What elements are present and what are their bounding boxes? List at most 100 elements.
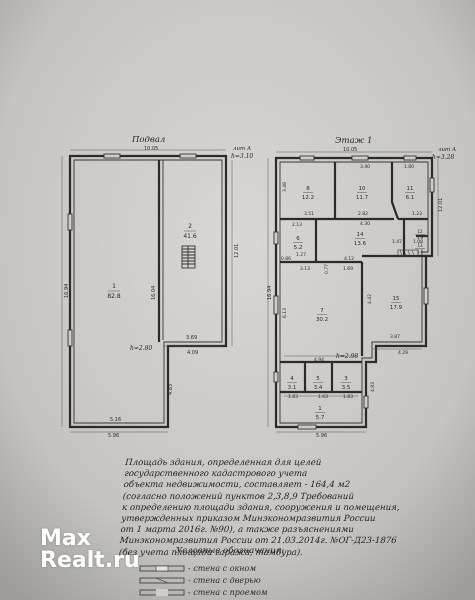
first-dim-613: 6.13 (282, 308, 288, 318)
first-room-7: 730.2 (316, 308, 328, 323)
first-room-11: 116.1 (405, 186, 415, 201)
first-dim-bottom: 5.96 (316, 433, 327, 439)
first-dim-top: 10.05 (343, 147, 357, 153)
first-dim-282: 2.82 (358, 211, 368, 217)
first-dim-213: 2.13 (292, 222, 302, 228)
first-room-4: 43.1 (287, 376, 297, 391)
note-line: (согласно положений пунктов 2,3,8,9 Треб… (122, 491, 355, 502)
first-outer-wall (274, 156, 434, 429)
basement-room-1: 1 82.8 (107, 283, 121, 300)
basement-stair (181, 245, 196, 269)
basement-height-top: h=3.10 (231, 153, 253, 160)
first-dim-348: 3.48 (282, 182, 288, 192)
room-number: 7 (320, 308, 324, 314)
area-note: Площадь здания, определенная для целей г… (118, 458, 415, 559)
basement-axis: лит А (233, 146, 251, 152)
first-openings (273, 155, 435, 430)
first-dim-108: 1.08 (413, 239, 423, 245)
room-area: 13.6 (354, 241, 367, 247)
note-line: объекта недвижимости, составляет - 164,4… (123, 480, 351, 491)
first-room-8: 812.2 (302, 186, 314, 201)
legend-item-window: - стена с окном (188, 564, 256, 573)
first-room-12: 121.9 (415, 229, 425, 240)
basement-room-2: 2 41.6 (183, 223, 197, 240)
note-line: к определению площади здания, сооружения… (121, 502, 400, 513)
room-area: 5.2 (294, 245, 303, 251)
note-line: утвержденных приказом Минэкономразвития … (120, 514, 376, 525)
first-room-5: 53.4 (313, 376, 323, 391)
legend-item-opening: - стена с проемом (188, 588, 268, 597)
basement-height-mark: h=2.80 (130, 345, 152, 352)
first-room-labels: 812.21011.7116.11413.665.2121.9131.6730.… (287, 186, 425, 421)
first-height-mark: h=2.98 (336, 353, 358, 360)
room-area: 3.5 (342, 385, 351, 391)
first-dim-left: 16.94 (267, 286, 273, 300)
first-dim-123: 1.23 (412, 211, 422, 217)
room-number: 1 (112, 283, 116, 290)
first-dim-147: 1.47 (392, 239, 402, 245)
room-area: 1.6 (417, 249, 424, 254)
room-area: 41.6 (183, 233, 197, 240)
basement-dim-bottom: 5.96 (108, 433, 119, 439)
watermark-line-1: Max (40, 526, 91, 551)
first-dim-169: 1.69 (343, 266, 353, 272)
legend-symbols (139, 565, 185, 596)
first-room-13: 131.6 (415, 243, 425, 254)
room-area: 11.7 (356, 195, 369, 201)
first-dim-494: 4.94 (314, 357, 324, 363)
room-number: 13 (417, 243, 423, 248)
first-dim-442: 4.42 (367, 294, 373, 304)
room-area: 1.9 (417, 235, 424, 240)
basement-title: Подвал (131, 135, 165, 145)
room-area: 82.8 (107, 293, 121, 300)
basement-dim-top: 10.05 (144, 146, 158, 152)
watermark-logo: Max Realt.ru (40, 528, 140, 572)
first-dim-351: 3.51 (304, 211, 314, 217)
first-dim-340: 3.40 (360, 164, 370, 170)
basement-dim-mid: 16.04 (151, 286, 157, 300)
room-area: 3.1 (288, 385, 297, 391)
first-dim-086: 0.86 (281, 256, 291, 262)
room-area: 30.2 (316, 317, 328, 323)
watermark-line-2: Realt.ru (40, 548, 140, 573)
first-room-6: 65.2 (293, 236, 303, 251)
first-room-3: 33.5 (341, 376, 351, 391)
room-area: 3.4 (314, 385, 323, 391)
basement-dim-r2-outer: 4.09 (187, 350, 198, 356)
room-area: 6.1 (406, 195, 415, 201)
first-title: Этаж 1 (335, 136, 372, 146)
legend-item-door: - стена с дверью (188, 576, 261, 585)
room-number: 4 (290, 376, 294, 382)
first-dim-183: 1.83 (288, 394, 298, 400)
first-dim-429: 4.29 (398, 350, 408, 356)
note-line: Площадь здания, определенная для целей (124, 458, 322, 468)
first-dim-180: 1.80 (404, 164, 414, 170)
first-dim-163: 1.63 (318, 394, 328, 400)
note-line: государственного кадастрового учета (124, 469, 308, 480)
first-dim-183b: 1.83 (343, 394, 353, 400)
first-axis: лит А (438, 147, 456, 153)
room-number: 1 (318, 406, 322, 412)
room-number: 6 (296, 236, 300, 242)
room-number: 11 (407, 186, 414, 192)
basement-dim-left: 16.94 (64, 284, 70, 298)
room-number: 15 (393, 296, 400, 302)
room-area: 5.7 (316, 415, 325, 421)
first-dim-127: 1.27 (296, 252, 306, 258)
basement-openings (67, 153, 197, 347)
room-number: 12 (417, 229, 423, 234)
first-dimension-lines (267, 151, 439, 433)
basement-dim-bottom-inner: 5.16 (110, 417, 121, 423)
first-dim-077: 0.77 (324, 264, 330, 274)
room-number: 10 (359, 186, 366, 192)
room-number: 8 (306, 186, 310, 192)
first-dim-387: 3.87 (390, 334, 400, 340)
room-number: 3 (344, 376, 348, 382)
first-height-top: h=3.28 (432, 154, 454, 161)
first-room-10: 10 11.7 (356, 186, 369, 201)
first-dim-right: 12.01 (438, 198, 444, 212)
first-dim-412: 4.12 (344, 256, 354, 262)
